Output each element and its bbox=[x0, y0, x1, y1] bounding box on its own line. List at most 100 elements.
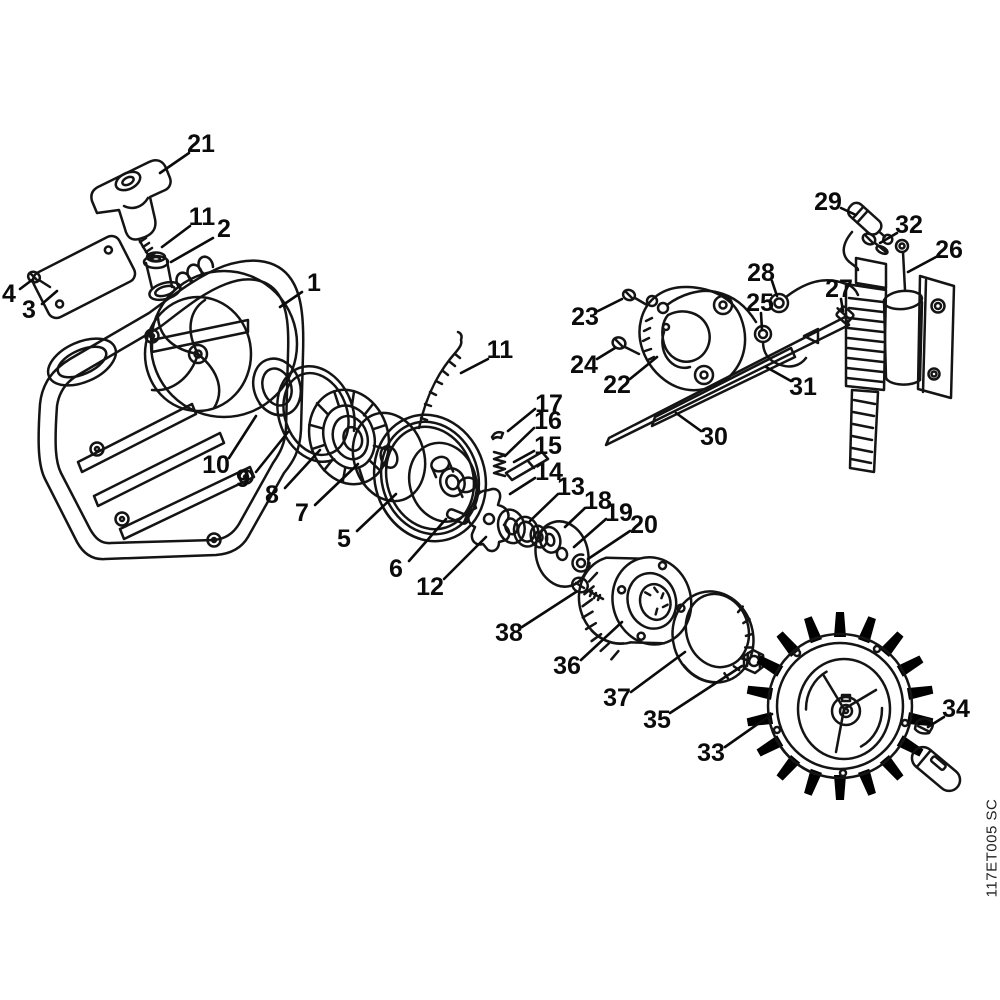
screw-32 bbox=[861, 232, 889, 256]
leader-line-8 bbox=[283, 448, 322, 490]
assembly-tool bbox=[910, 745, 962, 793]
part-number-22: 22 bbox=[603, 371, 631, 399]
leader-line-30 bbox=[674, 411, 703, 433]
leader-line-10 bbox=[227, 414, 258, 460]
leader-line-32 bbox=[878, 231, 899, 245]
part-number-28: 28 bbox=[747, 259, 775, 287]
part-number-17: 17 bbox=[535, 390, 563, 418]
cover-22 bbox=[638, 285, 747, 392]
part-number-10: 10 bbox=[202, 451, 230, 479]
direction-arrow bbox=[802, 327, 820, 345]
part-number-29: 29 bbox=[814, 188, 842, 216]
watermark-code: 117ET005 SC bbox=[984, 799, 1000, 898]
rewind-spring-8 bbox=[307, 388, 391, 486]
leader-line-5 bbox=[355, 492, 398, 533]
leader-line-37 bbox=[629, 650, 687, 694]
leader-line-28 bbox=[770, 279, 779, 298]
rope-bushing bbox=[142, 251, 174, 290]
part-number-30: 30 bbox=[700, 423, 728, 451]
leader-line-20 bbox=[586, 529, 632, 561]
part-number-24: 24 bbox=[570, 351, 598, 379]
screw-4 bbox=[26, 270, 52, 289]
part-number-23: 23 bbox=[571, 303, 599, 331]
part-number-4: 4 bbox=[2, 280, 16, 308]
leader-line-36 bbox=[579, 620, 624, 662]
part-number-26: 26 bbox=[935, 236, 963, 264]
part-number-14: 14 bbox=[535, 458, 563, 486]
part-number-15: 15 bbox=[534, 432, 562, 460]
part-number-2: 2 bbox=[217, 215, 231, 243]
leader-line-17 bbox=[506, 407, 537, 433]
part-number-37: 37 bbox=[603, 684, 631, 712]
leader-line-6 bbox=[407, 517, 448, 563]
starter-housing bbox=[37, 255, 305, 561]
e-clip-20 bbox=[571, 553, 591, 573]
part-number-3: 3 bbox=[22, 296, 36, 324]
part-number-11: 11 bbox=[487, 336, 514, 364]
part-number-8: 8 bbox=[265, 481, 279, 509]
screw-24 bbox=[611, 336, 641, 356]
leader-line-4 bbox=[18, 278, 34, 291]
leader-line-25 bbox=[759, 311, 764, 332]
leader-line-26 bbox=[906, 255, 938, 274]
leader-line-14 bbox=[508, 476, 537, 496]
leader-line-34 bbox=[926, 715, 946, 729]
leader-line-18 bbox=[563, 506, 587, 529]
part-number-18: 18 bbox=[584, 487, 612, 515]
rope-rotor-5 bbox=[372, 413, 488, 543]
starter-grip bbox=[90, 159, 172, 241]
part-number-36: 36 bbox=[553, 652, 581, 680]
spring-strip-15 bbox=[504, 450, 550, 482]
leader-line-21 bbox=[158, 151, 191, 175]
leader-line-13 bbox=[528, 492, 560, 523]
leader-line-38 bbox=[520, 590, 578, 629]
part-number-19: 19 bbox=[605, 499, 633, 527]
part-number-16: 16 bbox=[534, 407, 562, 435]
leader-line-11 bbox=[459, 357, 490, 375]
starter-cup-36 bbox=[577, 556, 693, 661]
part-number-6: 6 bbox=[389, 555, 403, 583]
spark-plug-boot-29 bbox=[842, 201, 894, 272]
leader-line-9 bbox=[254, 430, 290, 474]
part-number-34: 34 bbox=[942, 695, 970, 723]
leader-line-15 bbox=[512, 449, 536, 464]
part-number-38: 38 bbox=[495, 619, 523, 647]
part-number-31: 31 bbox=[789, 373, 817, 401]
leader-line-19 bbox=[572, 517, 608, 549]
part-number-7: 7 bbox=[295, 499, 309, 527]
screw-23 bbox=[621, 288, 649, 307]
flywheel-33 bbox=[746, 612, 934, 800]
leader-line-24 bbox=[595, 346, 617, 361]
part-number-13: 13 bbox=[557, 473, 585, 501]
leader-line-3 bbox=[40, 289, 59, 306]
screw-38 bbox=[571, 576, 605, 602]
part-number-1: 1 bbox=[307, 269, 321, 297]
part-number-25: 25 bbox=[746, 289, 774, 317]
part-number-5: 5 bbox=[337, 525, 351, 553]
ground-wire bbox=[645, 289, 758, 324]
washer-stack-13 bbox=[496, 508, 562, 554]
rotor-rope-tail bbox=[417, 330, 463, 430]
leader-line-29 bbox=[839, 206, 858, 217]
leader-line-33 bbox=[723, 712, 774, 749]
disc-18-19 bbox=[534, 520, 590, 588]
part-number-12: 12 bbox=[416, 573, 444, 601]
leader-line-1 bbox=[278, 290, 304, 309]
leader-line-11 bbox=[160, 224, 192, 249]
leader-line-35 bbox=[668, 664, 744, 715]
leader-line-31 bbox=[764, 365, 793, 383]
leader-line-27 bbox=[839, 297, 845, 313]
part-number-11: 11 bbox=[189, 203, 216, 231]
leader-line-22 bbox=[628, 355, 659, 381]
grommet-28 bbox=[768, 292, 790, 314]
leader-line-23 bbox=[596, 297, 624, 313]
part-number-9: 9 bbox=[236, 465, 250, 493]
part-number-21: 21 bbox=[187, 130, 215, 158]
cover-plate bbox=[31, 234, 137, 320]
leader-line-7 bbox=[313, 462, 360, 507]
part-number-20: 20 bbox=[630, 511, 658, 539]
leader-line-2 bbox=[169, 236, 215, 264]
